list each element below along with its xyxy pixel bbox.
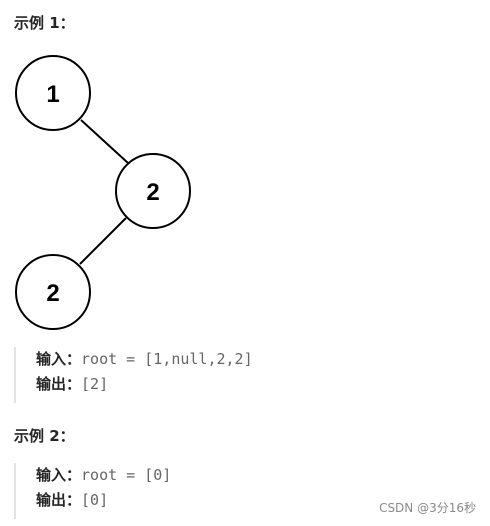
tree-node-label: 2: [46, 280, 59, 307]
tree-node-label: 2: [146, 179, 159, 206]
example-1-io-block: 输入：root = [1,null,2,2] 输出：[2]: [14, 347, 253, 403]
example-1-output-line: 输出：[2]: [36, 372, 253, 397]
tree-node-right-left: 2: [15, 254, 91, 330]
tree-node-root: 1: [15, 55, 91, 131]
example-2-output-line: 输出：[0]: [36, 488, 171, 513]
tree-edge-1-2: [80, 119, 129, 164]
example-2-io-block: 输入：root = [0] 输出：[0]: [14, 463, 171, 519]
output-label: 输出：: [36, 375, 82, 393]
input-label: 输入：: [36, 350, 82, 368]
binary-tree-diagram: 1 2 2: [15, 55, 191, 330]
input-value: root = [1,null,2,2]: [81, 350, 253, 368]
output-value: [0]: [81, 491, 109, 509]
output-value: [2]: [81, 375, 109, 393]
input-value: root = [0]: [81, 466, 172, 484]
input-label: 输入：: [36, 466, 82, 484]
example-1-title: 示例 1：: [14, 14, 75, 32]
example-2-input-line: 输入：root = [0]: [36, 463, 171, 488]
tree-edge-2-2: [79, 217, 127, 265]
example-2-title: 示例 2：: [14, 427, 75, 445]
tree-node-label: 1: [46, 81, 59, 108]
tree-node-right: 2: [115, 153, 191, 229]
csdn-watermark: CSDN @3分16秒: [379, 501, 476, 515]
output-label: 输出：: [36, 491, 82, 509]
example-1-input-line: 输入：root = [1,null,2,2]: [36, 347, 253, 372]
